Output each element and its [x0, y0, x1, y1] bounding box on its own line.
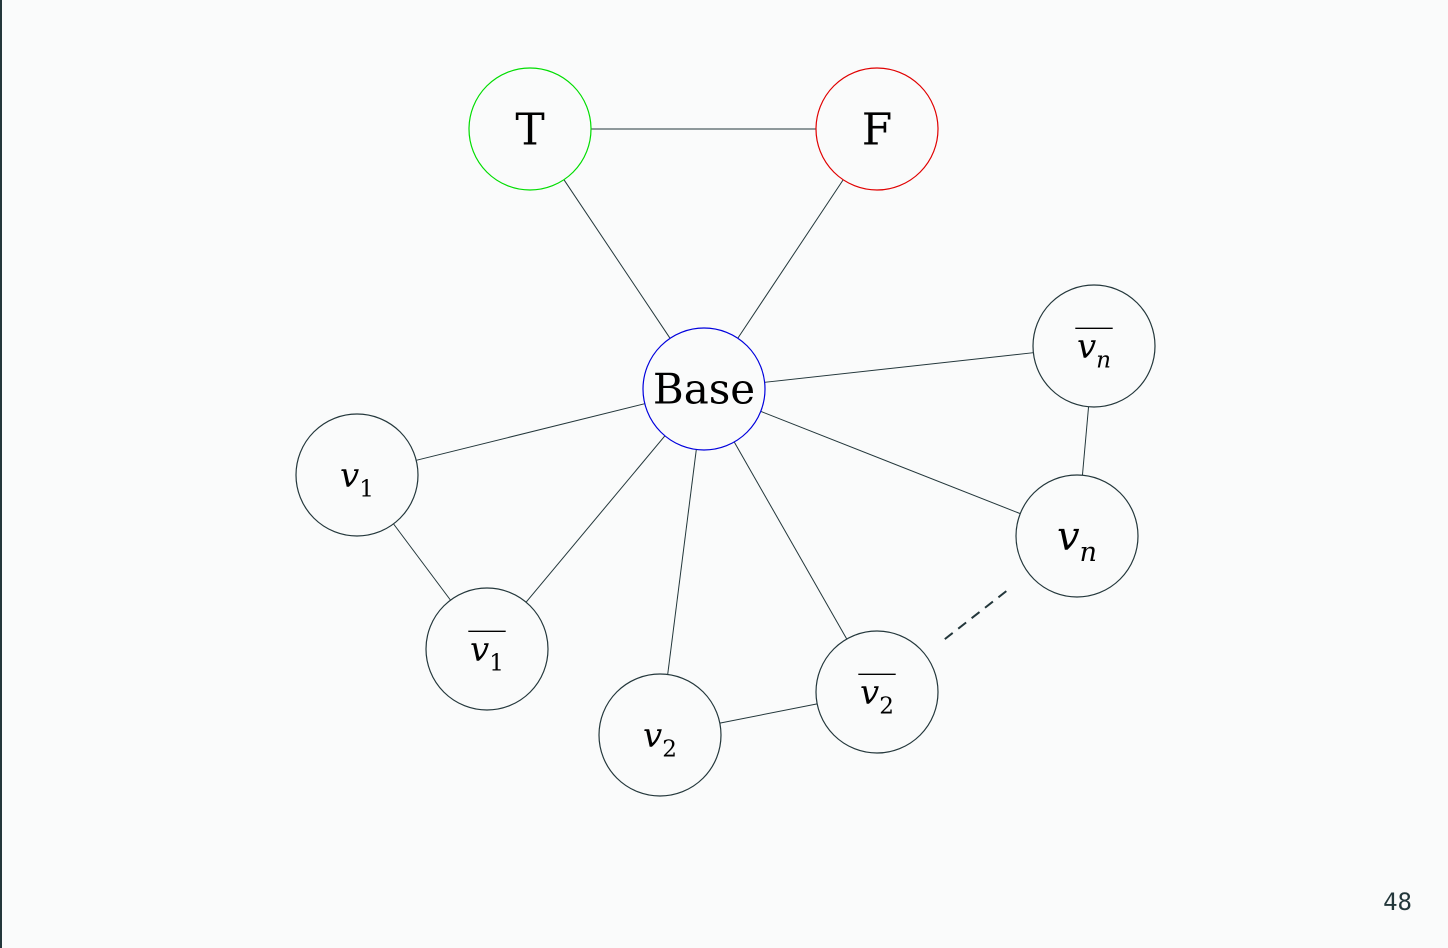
edge-Base-v2 — [667, 449, 697, 675]
node-v2bar: v2 — [815, 630, 939, 754]
node-label-T: T — [515, 104, 544, 155]
node-label-vn: vn — [1057, 514, 1097, 568]
slide-left-border — [0, 0, 2, 948]
node-label-v2bar: v2 — [860, 673, 894, 720]
edges-layer — [393, 128, 1090, 724]
edge-F-Base — [737, 179, 844, 339]
node-circle-vn — [1015, 474, 1139, 598]
edge-Base-v1 — [416, 403, 645, 461]
node-label-v2: v2 — [643, 716, 677, 763]
node-circle-v1 — [295, 413, 419, 537]
node-Base: Base — [642, 327, 766, 451]
nodes-layer: T F Base v1 v1 v2 v2 vn vn — [295, 67, 1156, 797]
node-F: F — [815, 67, 939, 191]
node-v2: v2 — [598, 673, 722, 797]
node-vn: vn — [1015, 474, 1139, 598]
edge-Base-vn — [760, 410, 1021, 515]
node-T: T — [468, 67, 592, 191]
edge-v2-v2bar — [719, 703, 818, 724]
node-label-vnbar: vn — [1077, 327, 1111, 374]
edge-v2bar-vn — [944, 588, 1010, 640]
edge-Base-v2bar — [733, 441, 848, 640]
node-circle-vnbar — [1032, 284, 1156, 408]
node-circle-v2bar — [815, 630, 939, 754]
edge-v1-v1bar — [393, 523, 451, 601]
node-label-F: F — [862, 104, 893, 155]
node-label-v1: v1 — [340, 456, 374, 503]
node-circle-Base — [642, 327, 766, 451]
node-label-v1bar: v1 — [470, 630, 504, 677]
node-circle-v2 — [598, 673, 722, 797]
node-label-Base: Base — [653, 365, 755, 414]
edge-Base-vnbar — [764, 352, 1034, 383]
node-v1: v1 — [295, 413, 419, 537]
node-circle-v1bar — [425, 587, 549, 711]
edge-vn-vnbar — [1081, 406, 1090, 476]
page-number: 48 — [1383, 888, 1412, 916]
edge-Base-v1bar — [525, 435, 666, 603]
node-v1bar: v1 — [425, 587, 549, 711]
node-vnbar: vn — [1032, 284, 1156, 408]
node-circle-F — [815, 67, 939, 191]
node-circle-T — [468, 67, 592, 191]
edge-T-Base — [563, 179, 671, 339]
